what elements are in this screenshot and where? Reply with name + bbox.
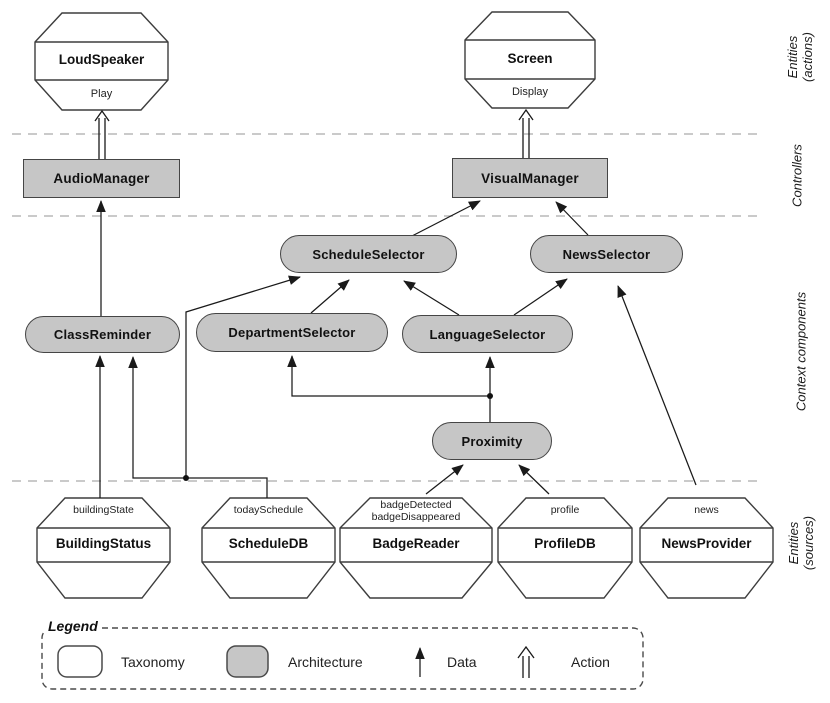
arrow-newsselector-visualmanager [555,201,589,236]
proximity-node: Proximity [432,422,552,460]
legend-taxonomy-label: Taxonomy [121,654,185,670]
screen-octagon [464,11,596,109]
legend-graphics [41,627,644,690]
badge-disappeared-label: badgeDisappeared [371,511,461,523]
profile-db-octagon [497,497,633,599]
layer-label-entities-sources: Entities (sources) [786,493,816,593]
entities-actions-line2: (actions) [800,32,815,82]
legend-taxonomy-swatch [57,645,103,678]
arrow-languageselector-scheduleselector [403,280,460,316]
junction-dot-scheduledb [183,475,189,481]
profile-db-name: ProfileDB [534,536,596,551]
screen-action-label: Display [511,86,549,98]
layer-label-controllers: Controllers [789,144,805,207]
department-selector-node: DepartmentSelector [196,313,388,352]
entities-sources-line2: (sources) [801,515,816,571]
junction-dot-proximity [487,393,493,399]
schedule-selector-node: ScheduleSelector [280,235,457,273]
visual-manager-node: VisualManager [452,158,608,198]
layer-separators [12,133,762,482]
arrow-profiledb-proximity [518,464,550,495]
arrow-scheduledb-scheduleselector [185,275,301,478]
news-provider-name: NewsProvider [661,536,752,551]
arrow-proximity-departmentselector [287,355,490,397]
loudspeaker-octagon [34,12,169,111]
schedule-db-output-label: todaySchedule [233,504,304,516]
building-status-octagon [36,497,171,599]
arrow-departmentselector-scheduleselector [310,279,350,314]
arrow-languageselector-newsselector [513,278,568,316]
taxonomy-octagons [34,11,774,599]
badge-reader-octagon [339,497,493,599]
legend-action-arrow [517,645,535,678]
arrow-visualmanager-screen [518,108,534,158]
action-arrows [94,108,534,159]
language-selector-node: LanguageSelector [402,315,573,353]
arrow-newsprovider-newsselector [617,285,697,486]
data-arrows [95,200,697,498]
arrow-scheduledb-classreminder [128,356,268,498]
profile-db-output-label: profile [550,504,580,516]
legend-box [41,627,644,690]
legend-data-label: Data [447,654,477,670]
news-selector-node: NewsSelector [530,235,683,273]
legend-action-label: Action [571,654,610,670]
entities-actions-line1: Entities [785,35,800,79]
layer-label-entities-actions: Entities (actions) [785,7,815,107]
legend-architecture-label: Architecture [288,654,363,670]
schedule-db-name: ScheduleDB [228,536,309,551]
loudspeaker-action-label: Play [90,88,113,100]
audio-manager-node: AudioManager [23,159,180,198]
building-status-name: BuildingStatus [55,536,152,551]
class-reminder-node: ClassReminder [25,316,180,353]
badge-reader-name: BadgeReader [372,536,460,551]
layer-label-context-components: Context components [793,291,809,412]
legend-architecture-swatch [226,645,269,678]
news-provider-output-label: news [694,504,719,516]
entities-sources-line1: Entities [786,521,801,565]
arrow-scheduleselector-visualmanager [411,200,481,237]
badge-reader-output-labels: badgeDetected badgeDisappeared [340,499,492,523]
news-provider-octagon [639,497,774,599]
badge-detected-label: badgeDetected [380,499,452,511]
schedule-db-octagon [201,497,336,599]
legend-title: Legend [44,618,102,634]
arrow-badgereader-proximity [425,464,464,495]
screen-name: Screen [507,51,553,66]
arrow-audiomanager-loudspeaker [94,109,110,159]
building-status-output-label: buildingState [73,504,134,516]
loudspeaker-name: LoudSpeaker [58,52,145,67]
